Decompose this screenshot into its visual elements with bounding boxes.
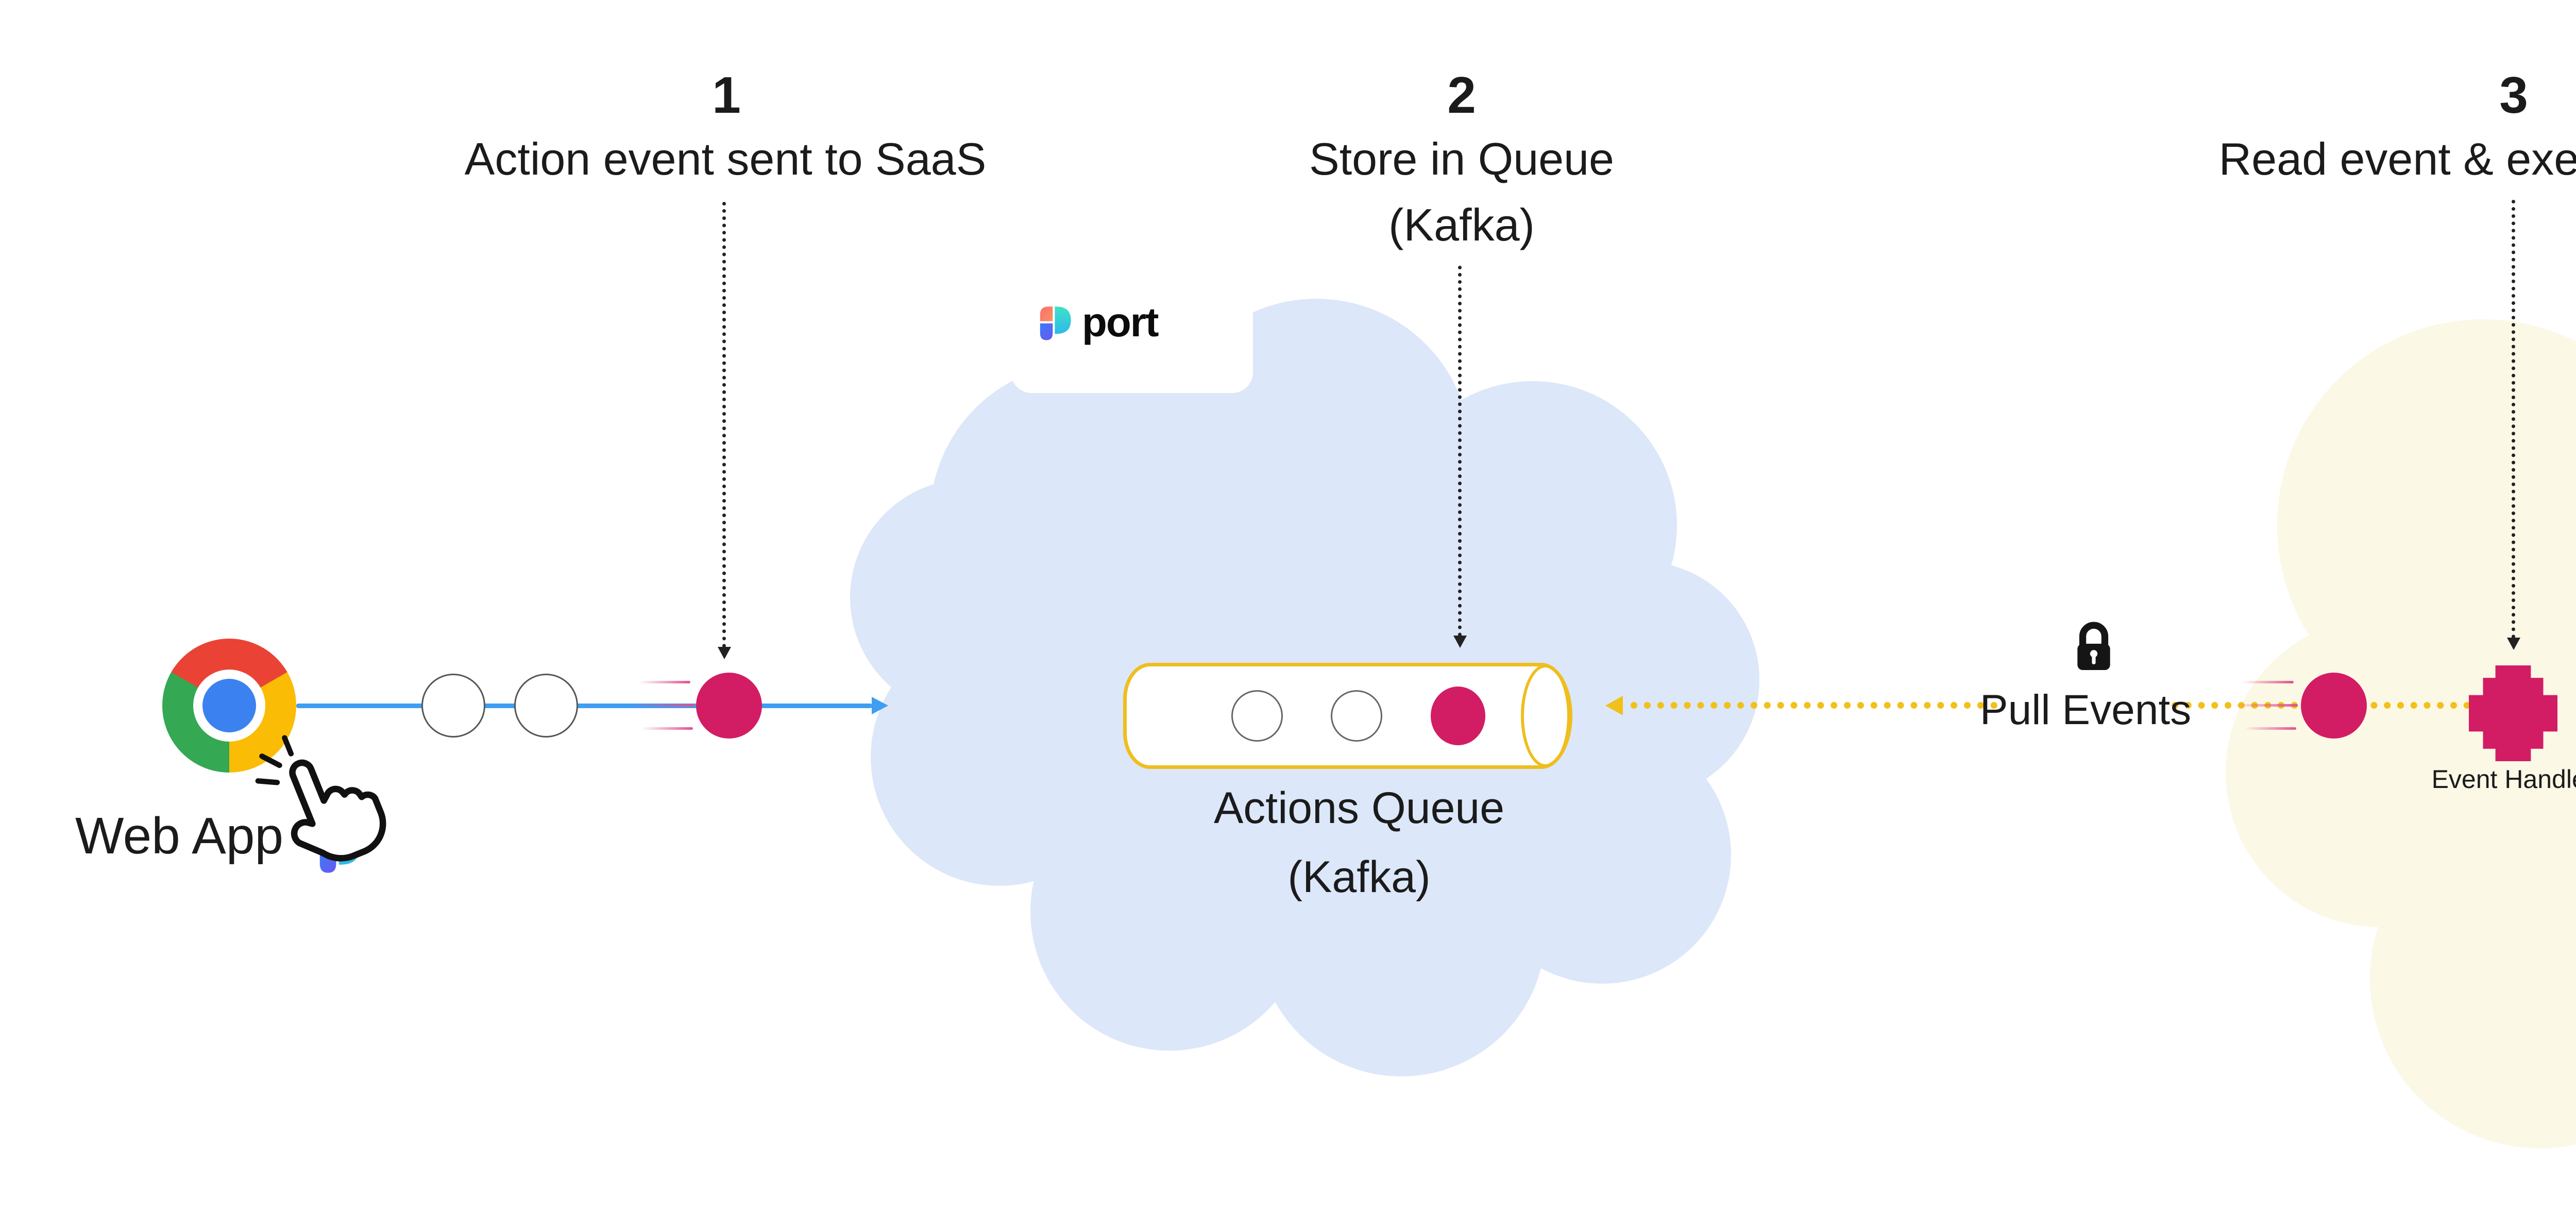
event-placeholder-dot	[421, 674, 485, 738]
step-2-arrowhead-icon	[1453, 636, 1467, 648]
step-1-title: Action event sent to SaaS	[464, 133, 987, 184]
event-handler-icon	[2469, 665, 2557, 761]
step-1-number: 1	[712, 66, 741, 124]
step-2-title: Store in Queue	[1309, 133, 1614, 184]
queued-event-placeholder	[1231, 690, 1283, 742]
hand-click-cursor-icon	[231, 706, 405, 888]
chrome-browser-icon	[162, 639, 296, 773]
actions-queue-cylinder	[1123, 663, 1572, 769]
web-app-label: Web App	[75, 807, 284, 865]
chrome-ring	[193, 670, 265, 742]
actions-queue-cylinder-cap	[1521, 664, 1570, 767]
event-placeholder-dot	[514, 674, 578, 738]
action-event-dot	[696, 673, 762, 739]
queue-title: Actions Queue	[1213, 783, 1505, 833]
step-1-arrow	[722, 202, 726, 648]
step-3-title: Read event & execute runner	[2218, 133, 2576, 184]
pull-arrowhead-icon	[1605, 696, 1623, 715]
chrome-core	[202, 679, 256, 732]
step-3-number: 3	[2499, 66, 2528, 124]
event-flow-line	[296, 704, 872, 708]
step-2-arrow	[1458, 266, 1462, 637]
step-3-arrowhead-icon	[2507, 638, 2520, 650]
step-2-subtitle: (Kafka)	[1388, 199, 1535, 250]
pulled-event-dot	[2301, 673, 2367, 739]
lock-icon	[2070, 617, 2117, 676]
pull-dotted-line-left	[1631, 702, 1997, 709]
queued-action-event-dot	[1431, 687, 1485, 745]
queue-subtitle: (Kafka)	[1287, 852, 1431, 902]
event-flow-arrowhead-icon	[872, 697, 888, 714]
port-brand-wordmark: port	[1082, 299, 1159, 345]
event-handler-label: Event Handler	[2431, 765, 2576, 794]
step-3-arrow	[2512, 200, 2515, 639]
step-1-arrowhead-icon	[718, 647, 731, 659]
step-2-number: 2	[1447, 66, 1476, 124]
port-logo-icon	[1037, 299, 1072, 348]
queued-event-placeholder	[1331, 690, 1382, 742]
pull-events-label: Pull Events	[1979, 687, 2192, 733]
